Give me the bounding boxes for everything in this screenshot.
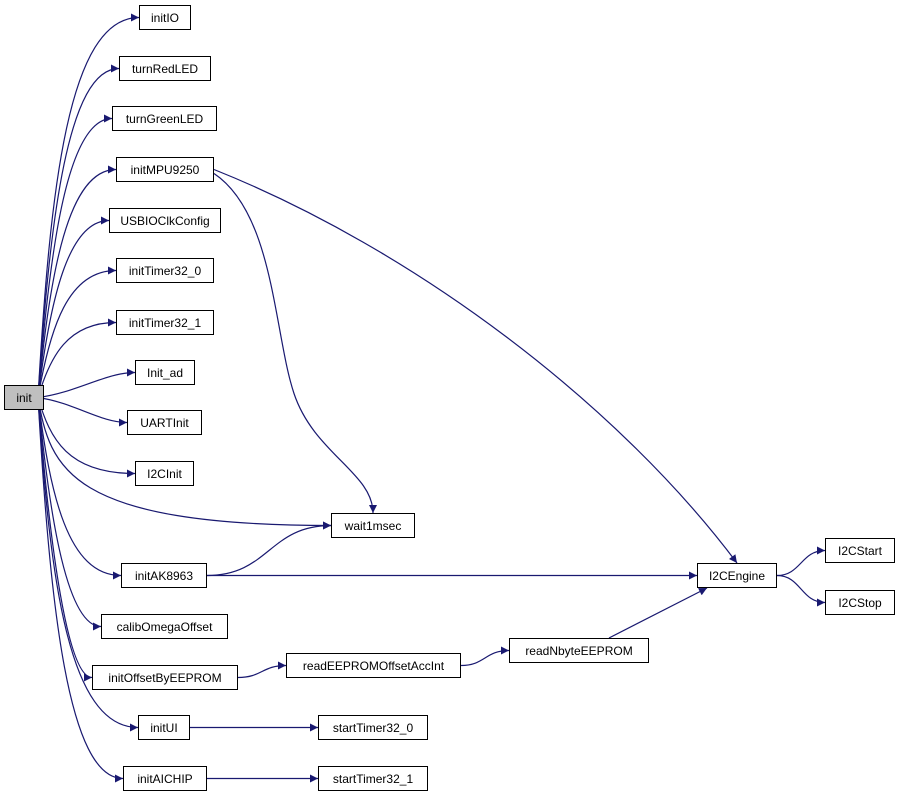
node-I2CStart[interactable]: I2CStart <box>825 538 895 563</box>
edge-initOffsetByEEPROM-to-readEEPROMOffsetAccInt <box>237 661 287 679</box>
edge-init-to-initMPU9250 <box>37 165 117 398</box>
node-UARTInit[interactable]: UARTInit <box>127 410 202 435</box>
node-initTimer32_0[interactable]: initTimer32_0 <box>116 258 214 283</box>
node-I2CInit[interactable]: I2CInit <box>135 461 194 486</box>
edge-init-to-turnRedLED <box>37 64 120 398</box>
edge-init-to-calibOmegaOffset <box>37 397 102 631</box>
node-I2CStop[interactable]: I2CStop <box>825 590 895 615</box>
node-readNbyteEEPROM[interactable]: readNbyteEEPROM <box>509 638 649 663</box>
node-turnRedLED[interactable]: turnRedLED <box>119 56 211 81</box>
edge-init-to-initAK8963 <box>37 397 122 580</box>
edge-init-to-initIO <box>37 13 140 398</box>
edge-I2CEngine-to-I2CStop <box>776 574 826 607</box>
node-wait1msec[interactable]: wait1msec <box>331 513 415 538</box>
edge-initMPU9250-to-I2CEngine <box>213 168 738 564</box>
node-turnGreenLED[interactable]: turnGreenLED <box>112 106 217 131</box>
node-initIO[interactable]: initIO <box>139 5 191 30</box>
edge-readNbyteEEPROM-to-I2CEngine <box>608 587 708 639</box>
edge-I2CEngine-to-I2CStart <box>776 546 826 577</box>
edge-init-to-initTimer32_0 <box>37 266 117 398</box>
edge-initAK8963-to-wait1msec <box>206 521 332 577</box>
edge-init-to-initUI <box>37 397 139 732</box>
edge-init-to-initTimer32_1 <box>37 318 117 398</box>
node-initAICHIP[interactable]: initAICHIP <box>123 766 207 791</box>
edge-init-to-turnGreenLED <box>37 114 113 398</box>
edge-init-to-I2CInit <box>37 397 136 478</box>
edge-init-to-initOffsetByEEPROM <box>37 397 93 682</box>
edge-init-to-USBIOClkConfig <box>37 216 110 398</box>
node-initOffsetByEEPROM[interactable]: initOffsetByEEPROM <box>92 665 238 690</box>
node-USBIOClkConfig[interactable]: USBIOClkConfig <box>109 208 221 233</box>
edge-readEEPROMOffsetAccInt-to-readNbyteEEPROM <box>460 646 510 667</box>
edge-init-to-UARTInit <box>37 396 128 427</box>
node-startTimer32_1[interactable]: startTimer32_1 <box>318 766 428 791</box>
node-initUI[interactable]: initUI <box>138 715 190 740</box>
node-initAK8963[interactable]: initAK8963 <box>121 563 207 588</box>
node-readEEPROMOffsetAccInt[interactable]: readEEPROMOffsetAccInt <box>286 653 461 678</box>
edge-init-to-Init_ad <box>37 368 136 399</box>
edge-init-to-wait1msec <box>37 397 332 530</box>
node-calibOmegaOffset[interactable]: calibOmegaOffset <box>101 614 228 639</box>
node-initTimer32_1[interactable]: initTimer32_1 <box>116 310 214 335</box>
node-I2CEngine[interactable]: I2CEngine <box>697 563 777 588</box>
edge-init-to-initAICHIP <box>37 397 124 783</box>
node-init[interactable]: init <box>4 385 44 410</box>
node-Init_ad[interactable]: Init_ad <box>135 360 195 385</box>
edge-initMPU9250-to-wait1msec <box>213 173 377 514</box>
node-startTimer32_0[interactable]: startTimer32_0 <box>318 715 428 740</box>
node-initMPU9250[interactable]: initMPU9250 <box>116 157 214 182</box>
